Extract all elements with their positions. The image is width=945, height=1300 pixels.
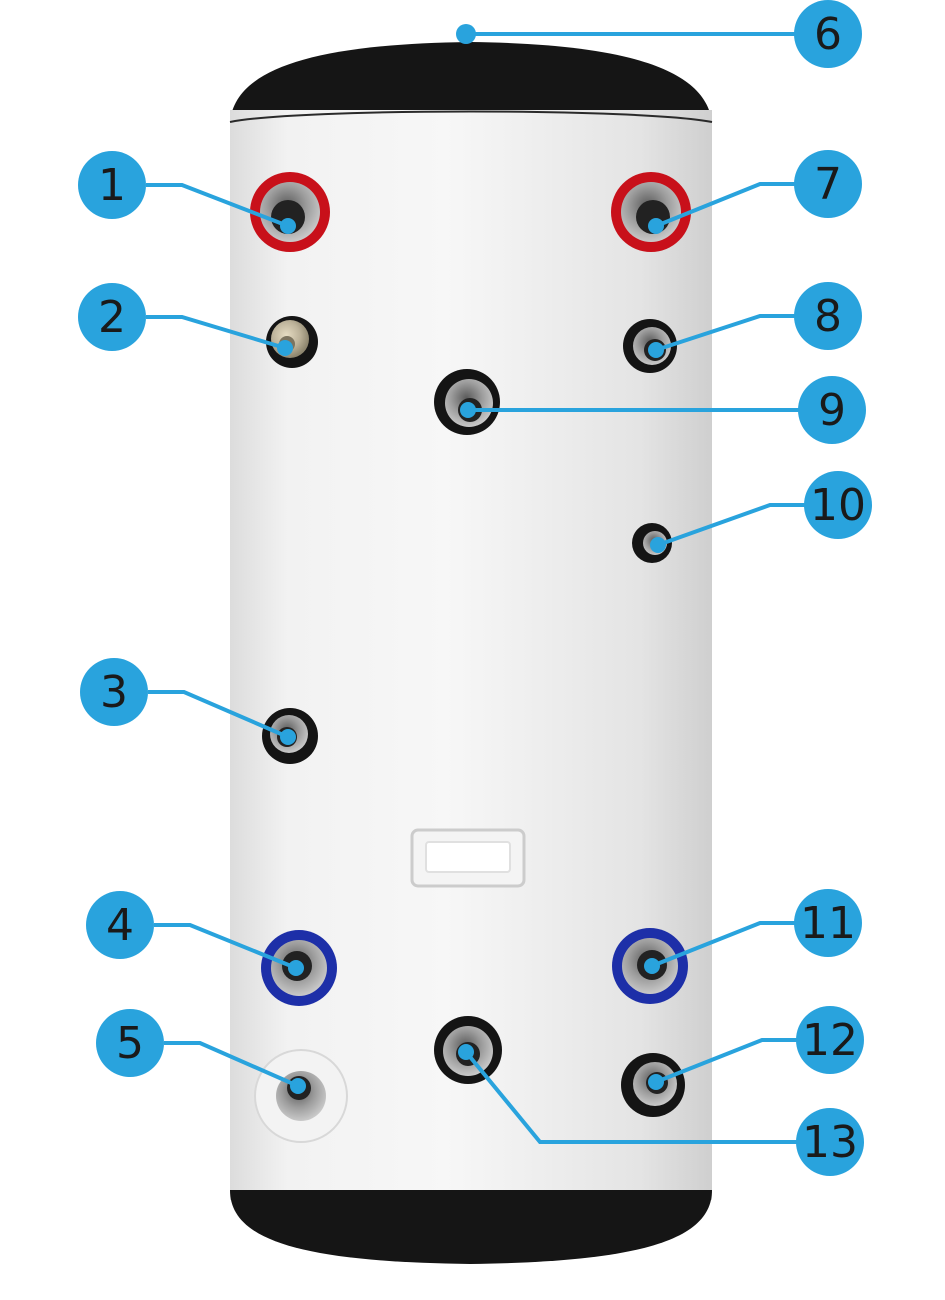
tank-top-rim [229,110,713,123]
callout-4: 4 [86,891,304,976]
callout-2: 2 [78,283,293,356]
tank-top-cap [230,42,712,122]
callout-label-12: 12 [802,1015,858,1066]
tank [229,42,713,1264]
callout-label-6: 6 [814,9,842,60]
callout-9: 9 [460,376,866,444]
callout-label-7: 7 [814,159,842,210]
callout-label-2: 2 [98,292,126,343]
port-2-sensor-connection [266,316,318,368]
tank-bottom-cap [230,1190,712,1264]
callout-label-11: 11 [800,898,856,949]
callout-label-1: 1 [98,160,126,211]
callout-13: 13 [458,1044,864,1176]
callout-3: 3 [80,658,296,745]
callout-label-4: 4 [106,900,134,951]
callout-label-8: 8 [814,291,842,342]
nameplate-recess [410,828,526,888]
port-5-white-connection [254,1049,348,1143]
callout-label-13: 13 [802,1117,858,1168]
callout-10: 10 [650,471,872,553]
callout-5: 5 [96,1009,306,1094]
callout-8: 8 [648,282,862,358]
callout-label-3: 3 [100,667,128,718]
port-1-hot-connection [250,172,330,252]
port-7-hot-connection [611,172,691,252]
callout-11: 11 [644,889,862,974]
callout-label-9: 9 [818,385,846,436]
callouts: 1 2 3 4 5 [78,0,872,1176]
callout-7: 7 [648,150,862,234]
callout-1: 1 [78,151,296,234]
callout-label-5: 5 [116,1018,144,1069]
port-9-medium-connection [434,369,500,435]
callout-12: 12 [648,1006,864,1090]
callout-6: 6 [456,0,862,68]
callout-label-10: 10 [810,480,866,531]
